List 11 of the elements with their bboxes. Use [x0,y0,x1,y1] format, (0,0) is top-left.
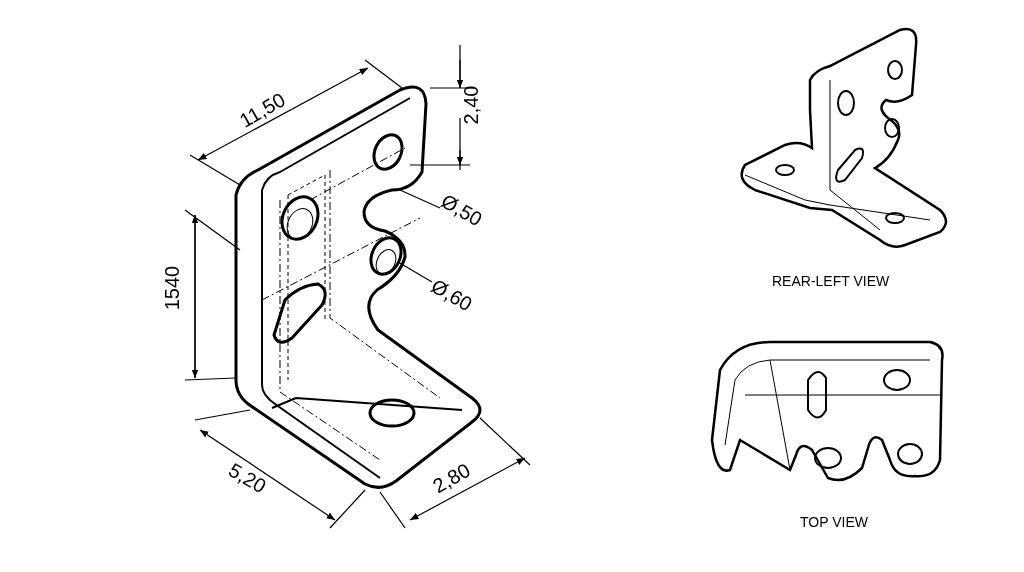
view-caption: REAR-LEFT VIEW [772,274,890,288]
dimension-label: 11,50 [236,89,289,131]
leader-line [397,261,433,283]
view-caption: TOP VIEW [800,515,868,529]
dimension-label: 2,40 [461,85,482,125]
dimension-label: Ø,60 [427,275,476,315]
leader-line [399,189,441,209]
dimension-label: 1540 [162,265,183,311]
dimension-label: 5,20 [225,459,270,497]
dimension-label: Ø,50 [437,190,486,230]
dimension-label: 2,80 [429,459,474,497]
